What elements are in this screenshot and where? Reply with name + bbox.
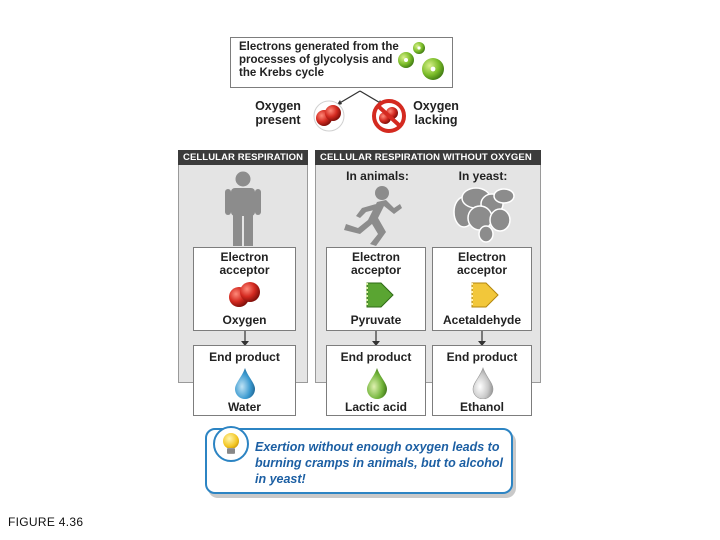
down-arrow xyxy=(478,331,486,346)
running-person-icon xyxy=(344,186,402,246)
pyruvate-acceptor-cell: Electron acceptor Pyruvate xyxy=(326,247,426,331)
end-product-label: End product xyxy=(446,350,518,364)
electron-acceptor-label: Electron acceptor xyxy=(456,250,508,277)
water-end-cell: End product Water xyxy=(193,345,296,416)
acceptor-name: Pyruvate xyxy=(350,313,402,327)
cellular-respiration-header: CELLULAR RESPIRATION xyxy=(178,150,308,165)
droplet-icon xyxy=(235,368,255,399)
acetaldehyde-acceptor-cell: Electron acceptor Acetaldehyde xyxy=(432,247,532,331)
end-product-label: End product xyxy=(209,350,280,364)
droplet-icon xyxy=(367,368,387,399)
oxygen-present-label: Oxygen present xyxy=(255,99,301,127)
person-icon xyxy=(225,171,261,246)
ethanol-end-cell: End product Ethanol xyxy=(432,345,532,416)
yeast-icon xyxy=(453,187,515,243)
droplet-icon xyxy=(472,367,494,399)
lightbulb-icon xyxy=(213,426,249,462)
down-arrow xyxy=(241,331,249,346)
in-animals-label: In animals: xyxy=(346,169,409,183)
oxygen-lacking-label: Oxygen lacking xyxy=(413,99,459,127)
acceptor-name: Oxygen xyxy=(222,313,267,327)
callout-box: Exertion without enough oxygen leads to … xyxy=(205,426,513,494)
pyruvate-icon xyxy=(366,282,394,308)
oxygen-molecule-icon xyxy=(313,100,345,132)
without-oxygen-header: CELLULAR RESPIRATION WITHOUT OXYGEN xyxy=(315,150,541,165)
electron-acceptor-label: Electron acceptor xyxy=(350,250,402,277)
end-product-label: End product xyxy=(340,350,412,364)
top-box: Electrons generated from the processes o… xyxy=(230,37,453,88)
electron-acceptor-label: Electron acceptor xyxy=(219,250,270,277)
callout-text: Exertion without enough oxygen leads to … xyxy=(255,440,503,486)
top-box-text: Electrons generated from the processes o… xyxy=(239,41,399,79)
no-oxygen-icon xyxy=(372,99,406,133)
oxygen-acceptor-cell: Electron acceptor Oxygen xyxy=(193,247,296,331)
end-product-name: Lactic acid xyxy=(344,400,408,414)
figure-label: FIGURE 4.36 xyxy=(8,515,84,529)
acceptor-name: Acetaldehyde xyxy=(442,313,522,327)
end-product-name: Water xyxy=(228,400,261,414)
lactic-acid-end-cell: End product Lactic acid xyxy=(326,345,426,416)
end-product-name: Ethanol xyxy=(460,400,504,414)
electron-icon xyxy=(398,42,444,80)
down-arrow xyxy=(372,331,380,346)
acetaldehyde-icon xyxy=(471,282,499,308)
oxygen-molecule-icon xyxy=(229,282,260,307)
in-yeast-label: In yeast: xyxy=(458,169,508,183)
